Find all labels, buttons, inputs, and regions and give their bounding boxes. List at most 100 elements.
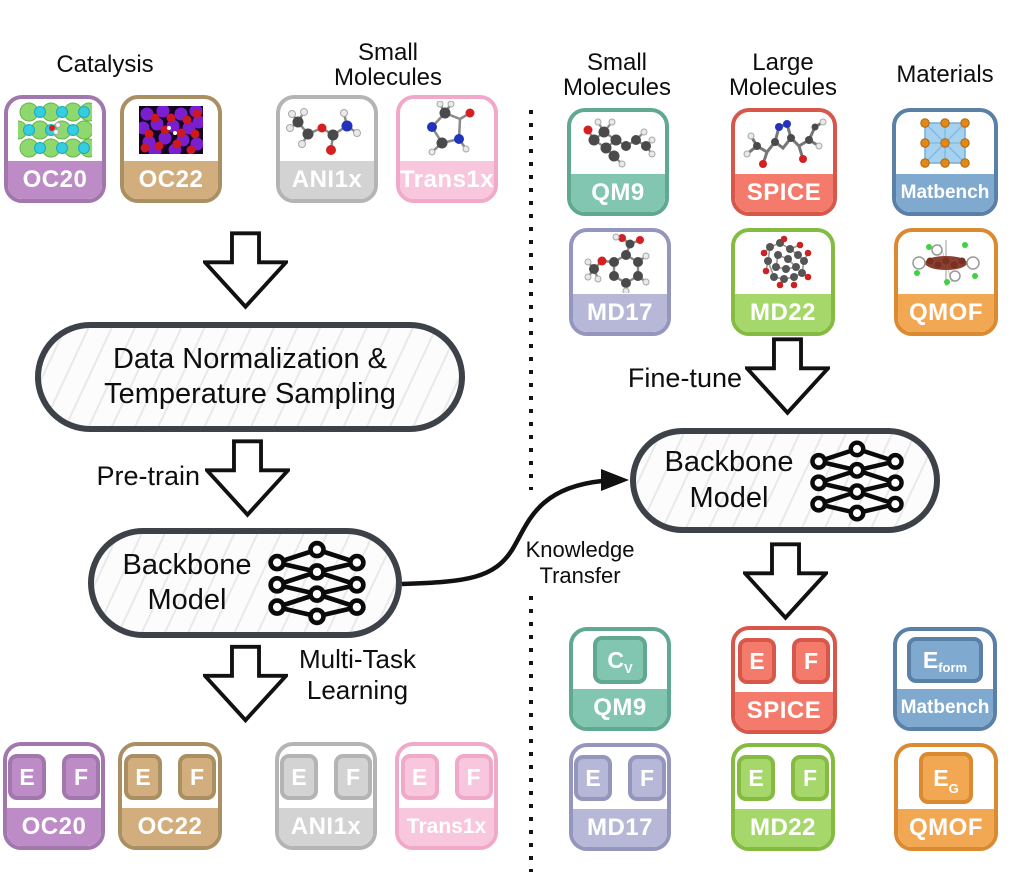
- dataset-label: QMOF: [898, 809, 994, 847]
- output-card-oc20: E F OC20: [3, 742, 105, 850]
- badge-row: E F: [735, 630, 833, 692]
- ani1x-molecule-image: [280, 99, 374, 161]
- energy-badge: E: [738, 638, 776, 684]
- backbone-line: Backbone: [122, 548, 252, 581]
- neural-network-icon: [266, 538, 368, 628]
- data-normalization-box: Data Normalization & Temperature Samplin…: [35, 322, 465, 432]
- kt-line: Knowledge: [525, 537, 635, 562]
- neural-network-icon: [808, 438, 906, 524]
- dataset-card-qm9: QM9: [567, 108, 669, 216]
- dataset-label: OC20: [8, 161, 102, 199]
- dataset-card-oc20: OC20: [4, 95, 106, 203]
- dataset-label: Matbench: [896, 174, 994, 212]
- dataset-card-md17: MD17: [569, 228, 671, 336]
- dataset-card-ani1x: ANI1x: [276, 95, 378, 203]
- process-line: Data Normalization &: [112, 342, 387, 375]
- heading-line: Small: [357, 39, 418, 66]
- arrow-finetune: [745, 336, 830, 416]
- multitask-label: Multi-Task Learning: [290, 644, 425, 705]
- backbone-text: Backbone Model: [123, 548, 252, 619]
- oc22-catalyst-image: [124, 99, 218, 161]
- dataset-label: OC20: [7, 808, 101, 846]
- qm9-molecule-image: [571, 112, 665, 174]
- heading-text: Materials: [896, 61, 994, 88]
- force-badge: F: [792, 638, 830, 684]
- heading-line: Molecules: [333, 64, 443, 92]
- badge-row: E F: [573, 747, 667, 809]
- backbone-line: Backbone: [664, 446, 794, 479]
- force-badge: F: [62, 754, 100, 800]
- heading-line: Molecules: [562, 74, 672, 102]
- dataset-label: QM9: [571, 174, 665, 212]
- badge-main: E: [922, 646, 939, 673]
- backbone-model-left: Backbone Model: [88, 528, 402, 638]
- force-badge: F: [178, 754, 216, 800]
- dataset-label: SPICE: [735, 174, 833, 212]
- arrow-pretrain: [205, 438, 290, 518]
- kt-line: Transfer: [539, 562, 621, 588]
- md22-molecule-image: [735, 232, 831, 294]
- arrow-inputs-to-normalization: [203, 230, 288, 310]
- dataset-label: MD17: [573, 809, 667, 847]
- arrow-multitask: [203, 641, 288, 726]
- badge-row: E F: [279, 746, 373, 808]
- dataset-label: QM9: [573, 689, 667, 727]
- badge-sub: V: [623, 661, 633, 676]
- badge-row: E F: [735, 747, 831, 809]
- energy-badge: E: [124, 754, 162, 800]
- finetune-label: Fine-tune: [627, 363, 742, 393]
- dataset-label: SPICE: [735, 692, 833, 730]
- multitask-line: Learning: [306, 674, 409, 705]
- heading-line: Small: [586, 49, 647, 76]
- backbone-line: Model: [689, 481, 769, 514]
- dataset-label: MD22: [735, 294, 831, 332]
- badge-row: E F: [122, 746, 218, 808]
- energy-badge: E: [400, 754, 439, 800]
- dataset-label: Matbench: [897, 689, 993, 727]
- heading-small-molecules-left: Small Molecules: [298, 39, 478, 92]
- dataset-card-md22: MD22: [731, 228, 835, 336]
- backbone-text: Backbone Model: [665, 445, 794, 516]
- dataset-label: QMOF: [898, 294, 994, 332]
- energy-badge: E: [280, 754, 318, 800]
- dotted-divider-top: [529, 110, 533, 490]
- badge-sub: form: [938, 660, 968, 675]
- dataset-card-matbench: Matbench: [892, 108, 998, 216]
- energy-badge: E: [574, 755, 612, 801]
- dotted-divider-bottom: [529, 596, 533, 872]
- badge-row: E F: [399, 746, 494, 808]
- energy-badge: E: [737, 755, 775, 801]
- heading-large-molecules: Large Molecules: [693, 49, 873, 102]
- trans1x-molecule-image: [400, 99, 494, 161]
- heading-materials: Materials: [855, 62, 1024, 87]
- dataset-card-qmof: QMOF: [894, 228, 998, 336]
- force-badge: F: [454, 754, 493, 800]
- dataset-label: ANI1x: [279, 808, 373, 846]
- dataset-label: MD17: [573, 294, 667, 332]
- badge-main: C: [607, 646, 624, 673]
- heading-line: Molecules: [728, 74, 838, 102]
- multitask-line: Multi-Task: [298, 644, 416, 674]
- heading-line: Large: [752, 49, 814, 76]
- force-badge: F: [791, 755, 829, 801]
- dataset-card-oc22: OC22: [120, 95, 222, 203]
- knowledge-transfer-arrow: [396, 460, 636, 592]
- backbone-line: Model: [147, 584, 227, 616]
- output-card-md17: E F MD17: [569, 743, 671, 851]
- force-badge: F: [334, 754, 372, 800]
- qmof-framework-image: [898, 232, 994, 294]
- data-normalization-text: Data Normalization & Temperature Samplin…: [104, 342, 396, 413]
- force-badge: F: [628, 755, 666, 801]
- dataset-label: Trans1x: [400, 161, 494, 199]
- heading-text: Catalysis: [56, 51, 154, 78]
- heading-small-molecules-right: Small Molecules: [527, 49, 707, 102]
- knowledge-transfer-label: Knowledge Transfer: [510, 537, 650, 589]
- heading-catalysis: Catalysis: [15, 52, 195, 77]
